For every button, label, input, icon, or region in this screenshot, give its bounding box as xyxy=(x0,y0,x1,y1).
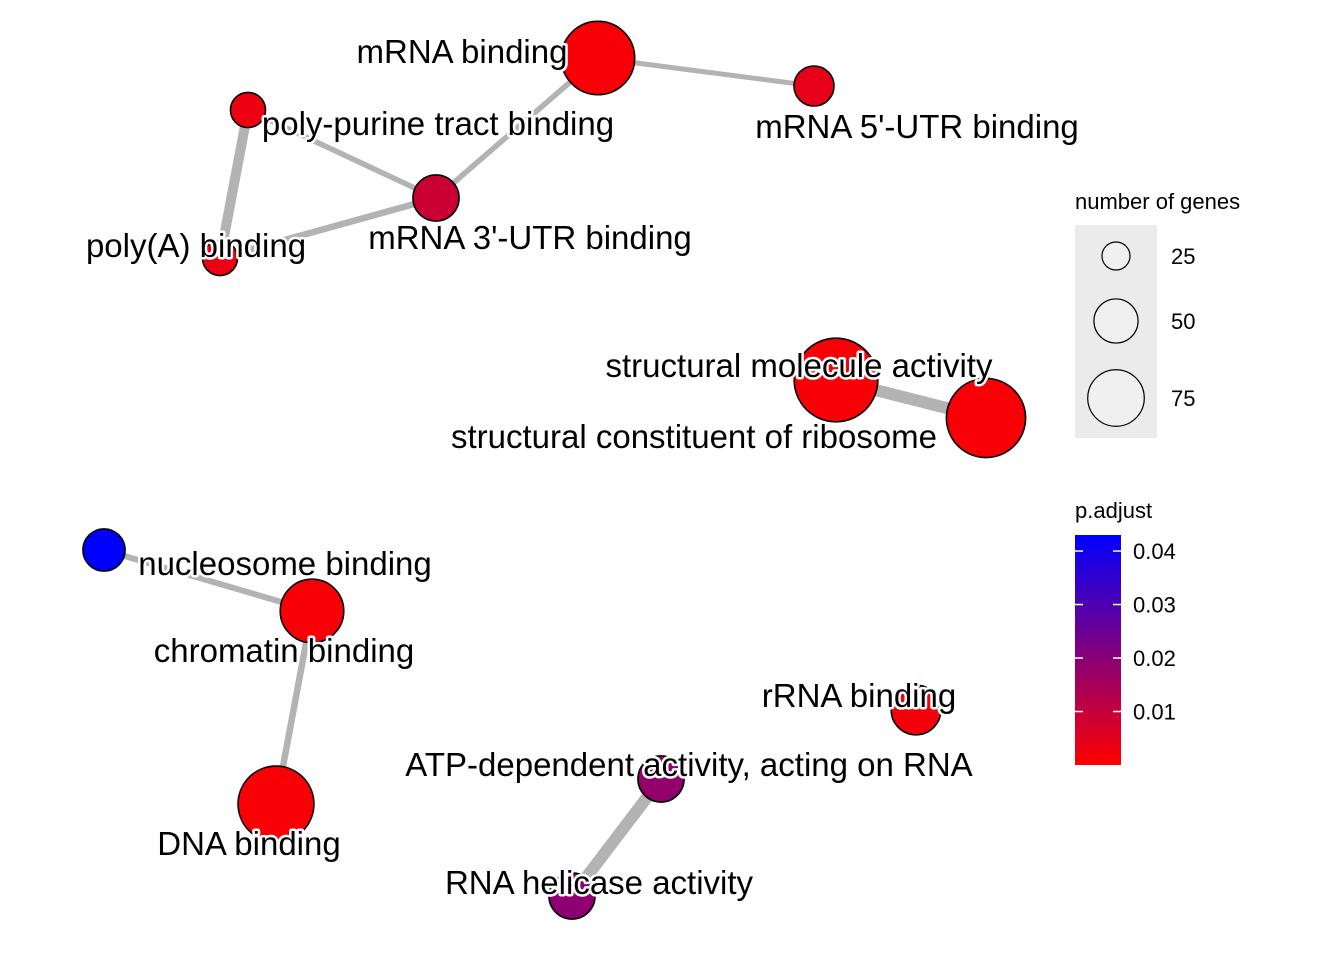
size-legend-key-75 xyxy=(1087,369,1145,427)
network-node-polypur xyxy=(229,91,267,129)
network-node-label-polypur: poly-purine tract binding xyxy=(262,105,614,142)
network-node-label-ribo: structural constituent of ribosome xyxy=(451,418,937,455)
network-node-label-mrna: mRNA binding xyxy=(357,33,568,70)
network-node-dna xyxy=(237,765,315,843)
network-node-nucleo xyxy=(82,528,126,572)
network-node-utr3 xyxy=(412,174,460,222)
network-node-label-atp: ATP-dependent activity, acting on RNA xyxy=(405,746,972,783)
network-edge-polypur-utr3 xyxy=(246,107,438,201)
size-legend: number of genes 25 50 75 xyxy=(1075,189,1240,438)
network-labels: mRNA binding mRNA 5'-UTR binding poly-puri… xyxy=(83,31,1081,904)
network-node-atp xyxy=(637,755,685,803)
network-node-label-utr5: mRNA 5'-UTR binding xyxy=(755,108,1079,145)
network-edge-polya-utr3 xyxy=(219,194,437,262)
network-node-utr5 xyxy=(793,65,835,107)
network-node-label-rrna: rRNA binding xyxy=(762,677,956,714)
color-legend-title: p.adjust xyxy=(1075,498,1152,523)
color-legend: p.adjust 0.04 0.03 0.02 0.01 xyxy=(1075,498,1176,765)
network-node-label-helic: RNA helicase activity xyxy=(445,864,754,901)
size-legend-label-75: 75 xyxy=(1171,386,1195,411)
color-legend-tick-label-0: 0.04 xyxy=(1133,539,1176,564)
network-edge-polypur-polya xyxy=(215,109,253,259)
size-legend-key-25 xyxy=(1101,241,1131,271)
network-node-helic xyxy=(548,872,596,920)
network-node-label-nucleo: nucleosome binding xyxy=(138,545,432,582)
network-node-label-struct: structural molecule activity xyxy=(606,347,993,384)
color-legend-tick-label-2: 0.02 xyxy=(1133,646,1176,671)
network-node-label-polya: poly(A) binding xyxy=(86,227,306,264)
network-node-rrna xyxy=(890,684,942,736)
network-node-ribo xyxy=(945,377,1027,459)
network-node-mrna xyxy=(560,20,636,96)
color-legend-tick-label-3: 0.01 xyxy=(1133,700,1176,725)
network-edge-atp-helic xyxy=(567,775,666,900)
network-node-chrom xyxy=(279,578,345,644)
network-node-polya xyxy=(201,239,239,277)
network-edge-nucleo-chrom xyxy=(103,547,313,614)
color-legend-bar xyxy=(1075,535,1121,765)
size-legend-label-25: 25 xyxy=(1171,244,1195,269)
network-node-label-dna: DNA binding xyxy=(157,825,340,862)
color-legend-tick-label-1: 0.03 xyxy=(1133,593,1176,618)
network-nodes xyxy=(82,20,1027,920)
size-legend-title: number of genes xyxy=(1075,189,1240,214)
size-legend-label-50: 50 xyxy=(1171,309,1195,334)
size-legend-key-50 xyxy=(1093,298,1139,344)
network-node-label-chrom: chromatin binding xyxy=(154,632,415,669)
network-node-struct xyxy=(793,337,879,423)
network-node-label-utr3: mRNA 3'-UTR binding xyxy=(368,219,692,256)
